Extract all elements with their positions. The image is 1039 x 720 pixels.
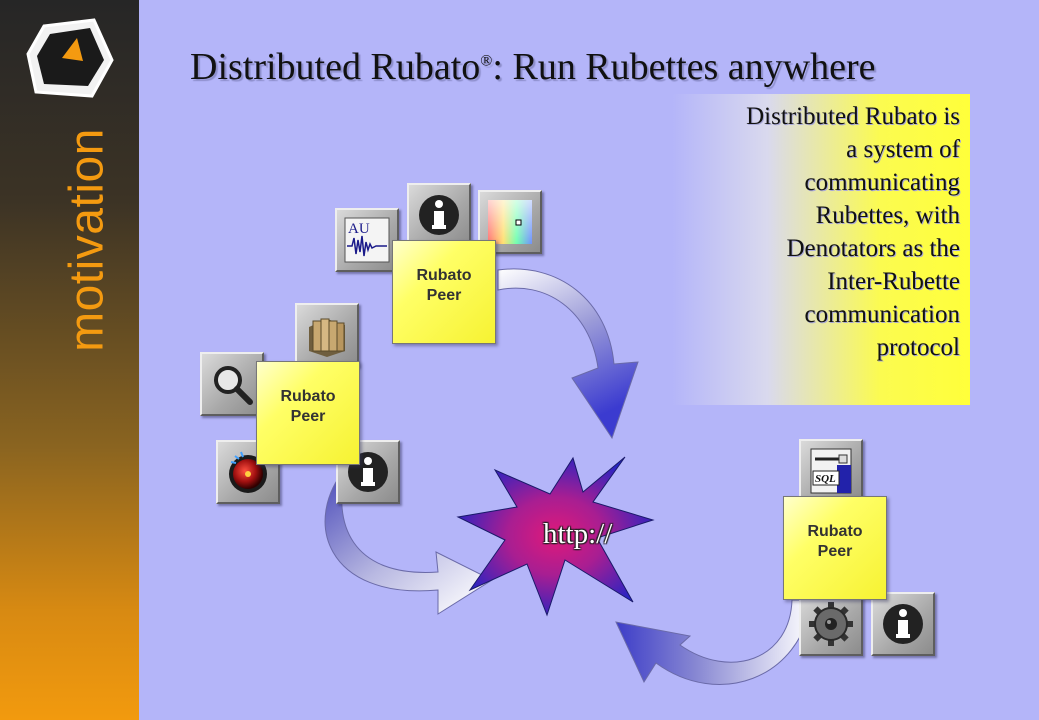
title-rest: : Run Rubettes anywhere <box>492 46 876 88</box>
audio-wave-icon[interactable]: AU <box>335 208 399 272</box>
arrow-left-to-hub <box>324 467 494 615</box>
color-palette-icon[interactable] <box>478 190 542 254</box>
gear-icon[interactable] <box>799 592 863 656</box>
sql-icon-text: SQL <box>815 473 836 485</box>
http-hub-star-icon <box>456 456 655 617</box>
rubato-peer-right[interactable]: Rubato Peer <box>783 496 887 600</box>
description-line: a system of <box>846 136 960 163</box>
rubato-peer-left[interactable]: Rubato Peer <box>256 361 360 465</box>
audio-icon-text: AU <box>348 221 370 237</box>
description-line: Inter-Rubette <box>827 268 960 295</box>
description-line: communication <box>804 301 960 328</box>
rubato-peer-top[interactable]: Rubato Peer <box>392 240 496 344</box>
sidebar: motivation <box>0 0 139 720</box>
peer-label-line1: Rubato <box>280 388 336 405</box>
info-icon[interactable] <box>871 592 935 656</box>
description-line: Denotators as the <box>786 235 960 262</box>
info-icon[interactable] <box>407 183 471 247</box>
registered-mark: ® <box>480 52 493 70</box>
logo-icon <box>26 18 114 98</box>
http-hub-label: http:// <box>543 518 613 550</box>
description-line: Distributed Rubato is <box>746 103 960 130</box>
description-box: Distributed Rubato is a system of commun… <box>672 94 970 405</box>
folders-icon[interactable] <box>295 303 359 367</box>
sql-database-icon[interactable]: SQL <box>799 439 863 503</box>
peer-label-line2: Peer <box>426 287 462 304</box>
magnifier-icon[interactable] <box>200 352 264 416</box>
peer-label-line2: Peer <box>290 408 326 425</box>
description-text: Distributed Rubato is a system of commun… <box>746 100 960 364</box>
arrow-bottom-to-hub <box>615 599 813 685</box>
description-line: communicating <box>804 169 960 196</box>
peer-label-line2: Peer <box>817 543 853 560</box>
description-line: protocol <box>876 334 960 361</box>
peer-label-line1: Rubato <box>807 523 863 540</box>
slide-title: Distributed Rubato®: Run Rubettes anywhe… <box>190 45 876 89</box>
arrow-top-to-hub <box>497 268 639 440</box>
peer-label-line1: Rubato <box>416 267 472 284</box>
title-main: Distributed Rubato <box>190 46 481 88</box>
description-line: Rubettes, with <box>815 202 960 229</box>
